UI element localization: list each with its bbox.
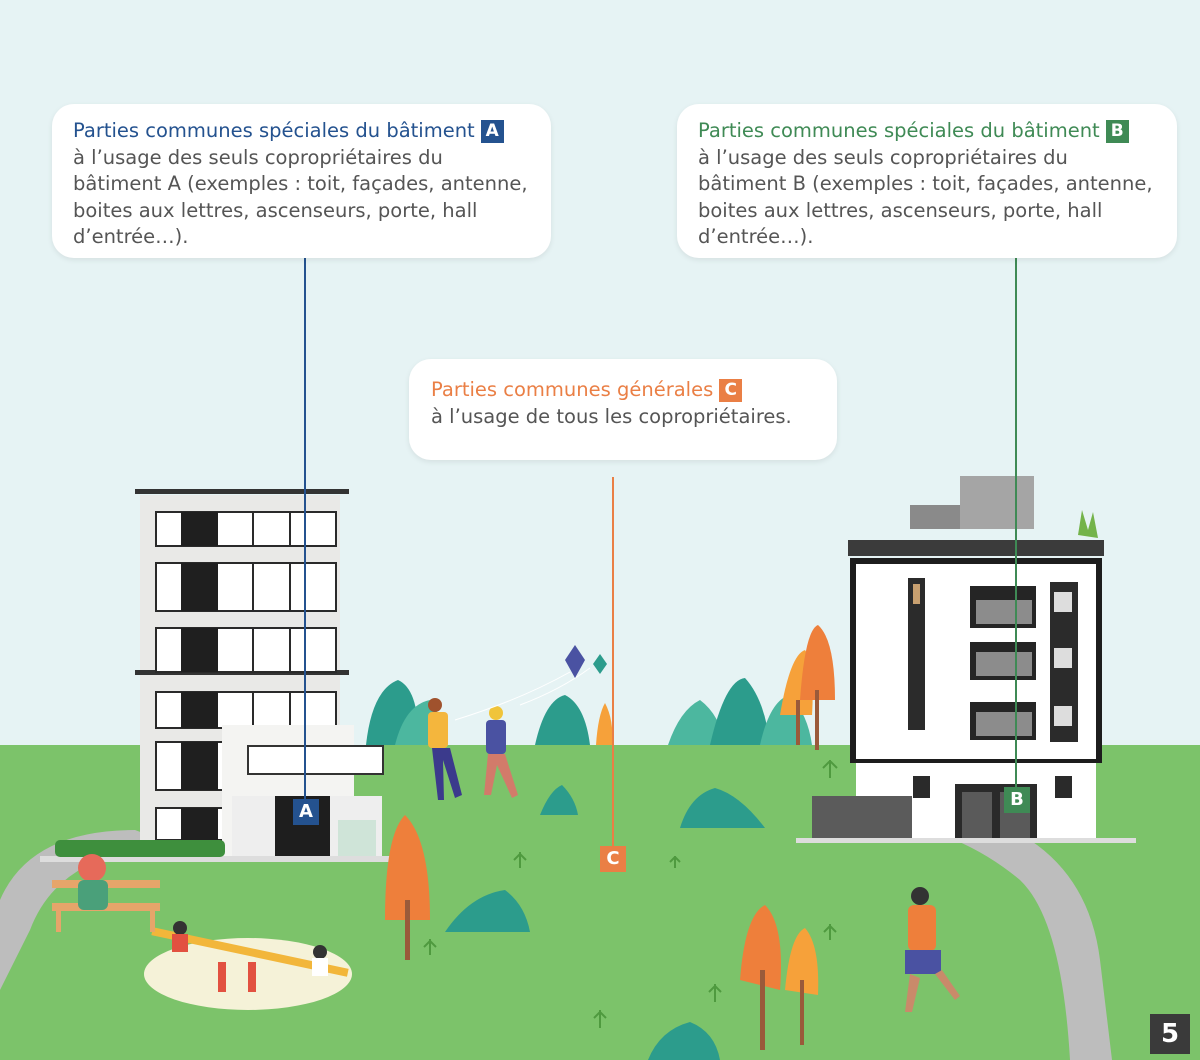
left-path xyxy=(0,830,175,990)
marker-c: C xyxy=(600,846,626,872)
callout-c-body: à l’usage de tous les copropriétaires. xyxy=(431,404,792,428)
callout-c-title-text: Parties communes générales xyxy=(431,378,714,401)
page-number: 5 xyxy=(1150,1014,1190,1054)
callout-b-title-text: Parties communes spéciales du bâtiment xyxy=(698,119,1100,142)
marker-a: A xyxy=(293,799,319,825)
callout-a-body: à l’usage des seuls copropriétaires du b… xyxy=(73,145,528,249)
green-bushes xyxy=(445,785,765,1060)
right-path xyxy=(955,840,1112,1060)
callout-b-body: à l’usage des seuls copropriétaires du b… xyxy=(698,145,1153,249)
grass-tufts xyxy=(423,760,838,1028)
building-b xyxy=(796,476,1136,843)
callout-a-title-text: Parties communes spéciales du bâtiment xyxy=(73,119,475,142)
playground xyxy=(52,854,352,1010)
people xyxy=(428,645,960,1012)
callout-a-badge: A xyxy=(480,120,504,143)
callout-c-badge: C xyxy=(719,379,743,402)
autumn-trees xyxy=(385,625,835,1050)
callout-b-badge: B xyxy=(1105,120,1129,143)
marker-b: B xyxy=(1004,787,1030,813)
